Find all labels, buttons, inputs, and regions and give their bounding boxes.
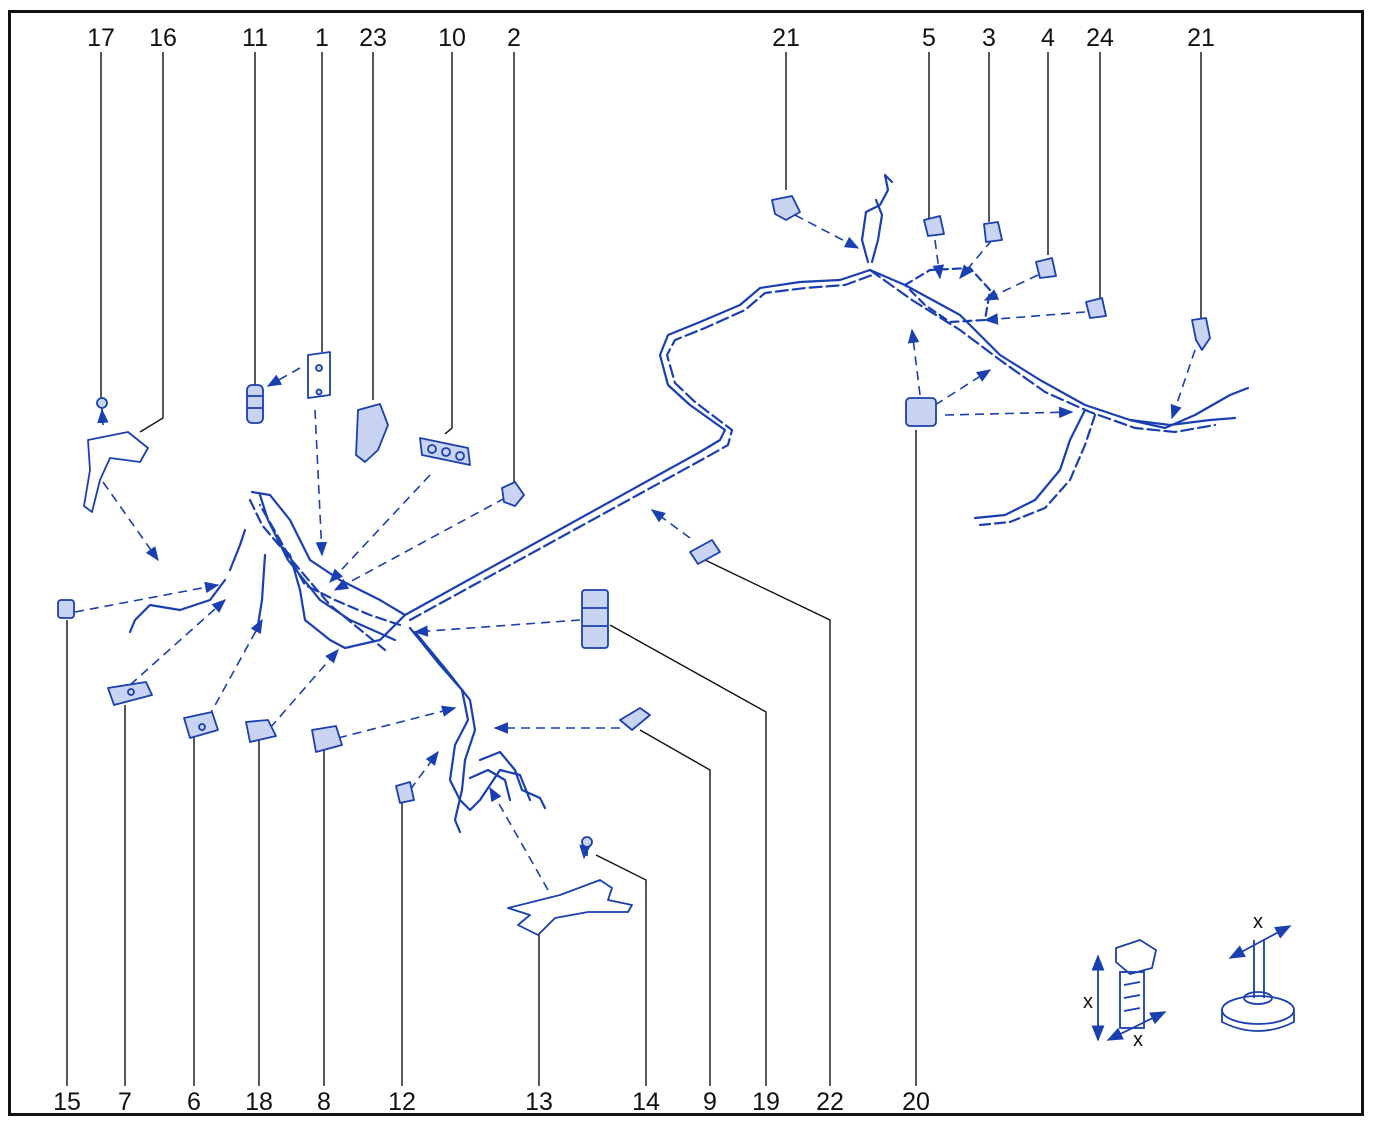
part-15-clip: [57, 599, 75, 619]
part-24-clip: [1085, 297, 1107, 319]
callout-22: 22: [816, 1088, 844, 1116]
part-18-clip: [245, 719, 277, 743]
callout-4: 4: [1041, 24, 1055, 52]
callout-11: 11: [242, 24, 268, 52]
part-12-clip: [395, 781, 415, 804]
callout-6: 6: [187, 1088, 201, 1116]
part-22-sleeve: [689, 539, 721, 565]
part-2-grommet: [501, 481, 525, 507]
part-8-clip: [311, 725, 343, 753]
part-6-clip: [183, 711, 219, 739]
diagram-frame: [8, 10, 1364, 1116]
part-7-block: [107, 681, 153, 706]
detail-bolt-inset: [1091, 939, 1167, 1042]
callout-2: 2: [507, 24, 521, 52]
callout-21-left: 21: [772, 24, 800, 52]
callout-20: 20: [902, 1088, 930, 1116]
callout-14: 14: [632, 1088, 660, 1116]
part-17-bolt: [96, 397, 108, 418]
callout-24: 24: [1086, 24, 1114, 52]
detail-nut-inset: [1221, 925, 1295, 1032]
callout-10: 10: [438, 24, 466, 52]
callout-9: 9: [703, 1088, 717, 1116]
assembly-arrows: [74, 214, 1196, 891]
part-16-bracket: [83, 431, 149, 513]
part-3-clip: [983, 221, 1003, 243]
callout-23: 23: [359, 24, 387, 52]
callout-8: 8: [317, 1088, 331, 1116]
callout-16: 16: [149, 24, 177, 52]
brake-pipe-harness: [128, 173, 1250, 834]
callout-7: 7: [118, 1088, 132, 1116]
callout-15: 15: [53, 1088, 81, 1116]
callout-12: 12: [388, 1088, 416, 1116]
part-21-grommet-a: [771, 195, 801, 221]
callout-5: 5: [922, 24, 936, 52]
part-9-clip: [619, 707, 651, 731]
part-5-clip: [923, 215, 945, 237]
callout-19: 19: [752, 1088, 780, 1116]
callout-17: 17: [87, 24, 115, 52]
part-14-bolt: [581, 836, 593, 856]
detail-label-x-2: x: [1133, 1029, 1143, 1051]
part-13-bracket: [507, 879, 633, 936]
callout-13: 13: [525, 1088, 553, 1116]
callout-21-right: 21: [1187, 24, 1215, 52]
part-1-bracket: [307, 351, 331, 399]
part-19-clip: [581, 589, 609, 649]
part-23-clip: [355, 403, 389, 463]
callout-18: 18: [245, 1088, 273, 1116]
detail-label-x-1: x: [1083, 991, 1093, 1013]
part-11-clip: [246, 384, 264, 424]
leader-lines: [66, 52, 1202, 1086]
part-4-clip: [1035, 257, 1057, 279]
part-10-clip: [419, 437, 471, 466]
part-20-clip: [905, 397, 937, 427]
detail-label-x-3: x: [1253, 911, 1263, 933]
callout-3: 3: [982, 24, 996, 52]
callout-1: 1: [315, 24, 329, 52]
parts: [57, 195, 1211, 936]
part-21-grommet-b: [1191, 317, 1211, 351]
